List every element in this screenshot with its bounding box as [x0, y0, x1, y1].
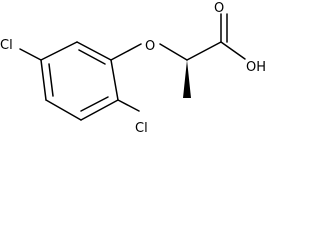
aromatic-double-bond: [80, 96, 109, 112]
chlorine-label-2: Cl: [135, 121, 148, 136]
ring-bond: [40, 59, 47, 101]
ring-bond: [110, 59, 119, 101]
chemical-structure-diagram: Cl O O OH Cl: [0, 0, 274, 137]
ring-bond: [76, 41, 112, 61]
oxygen-ether-label: O: [145, 39, 155, 54]
molecule-drawing: Cl O O OH Cl: [0, 1, 266, 136]
ether-bond: [159, 43, 188, 61]
hydroxyl-label: OH: [246, 60, 266, 75]
oxygen-carbonyl-label: O: [214, 1, 224, 16]
cl-bond: [117, 99, 140, 112]
chlorine-label-1: Cl: [0, 38, 13, 53]
hydroxyl-bond: [220, 41, 246, 60]
aromatic-double-bond: [78, 49, 106, 65]
stereo-wedge: [183, 60, 191, 98]
ring-bond: [45, 99, 82, 121]
cl-bond: [19, 48, 42, 61]
aromatic-double-bond: [48, 63, 54, 97]
ring-bond: [40, 41, 78, 61]
ether-bond: [110, 43, 142, 61]
carboxyl-bond: [186, 41, 222, 61]
ring-bond: [80, 99, 119, 121]
